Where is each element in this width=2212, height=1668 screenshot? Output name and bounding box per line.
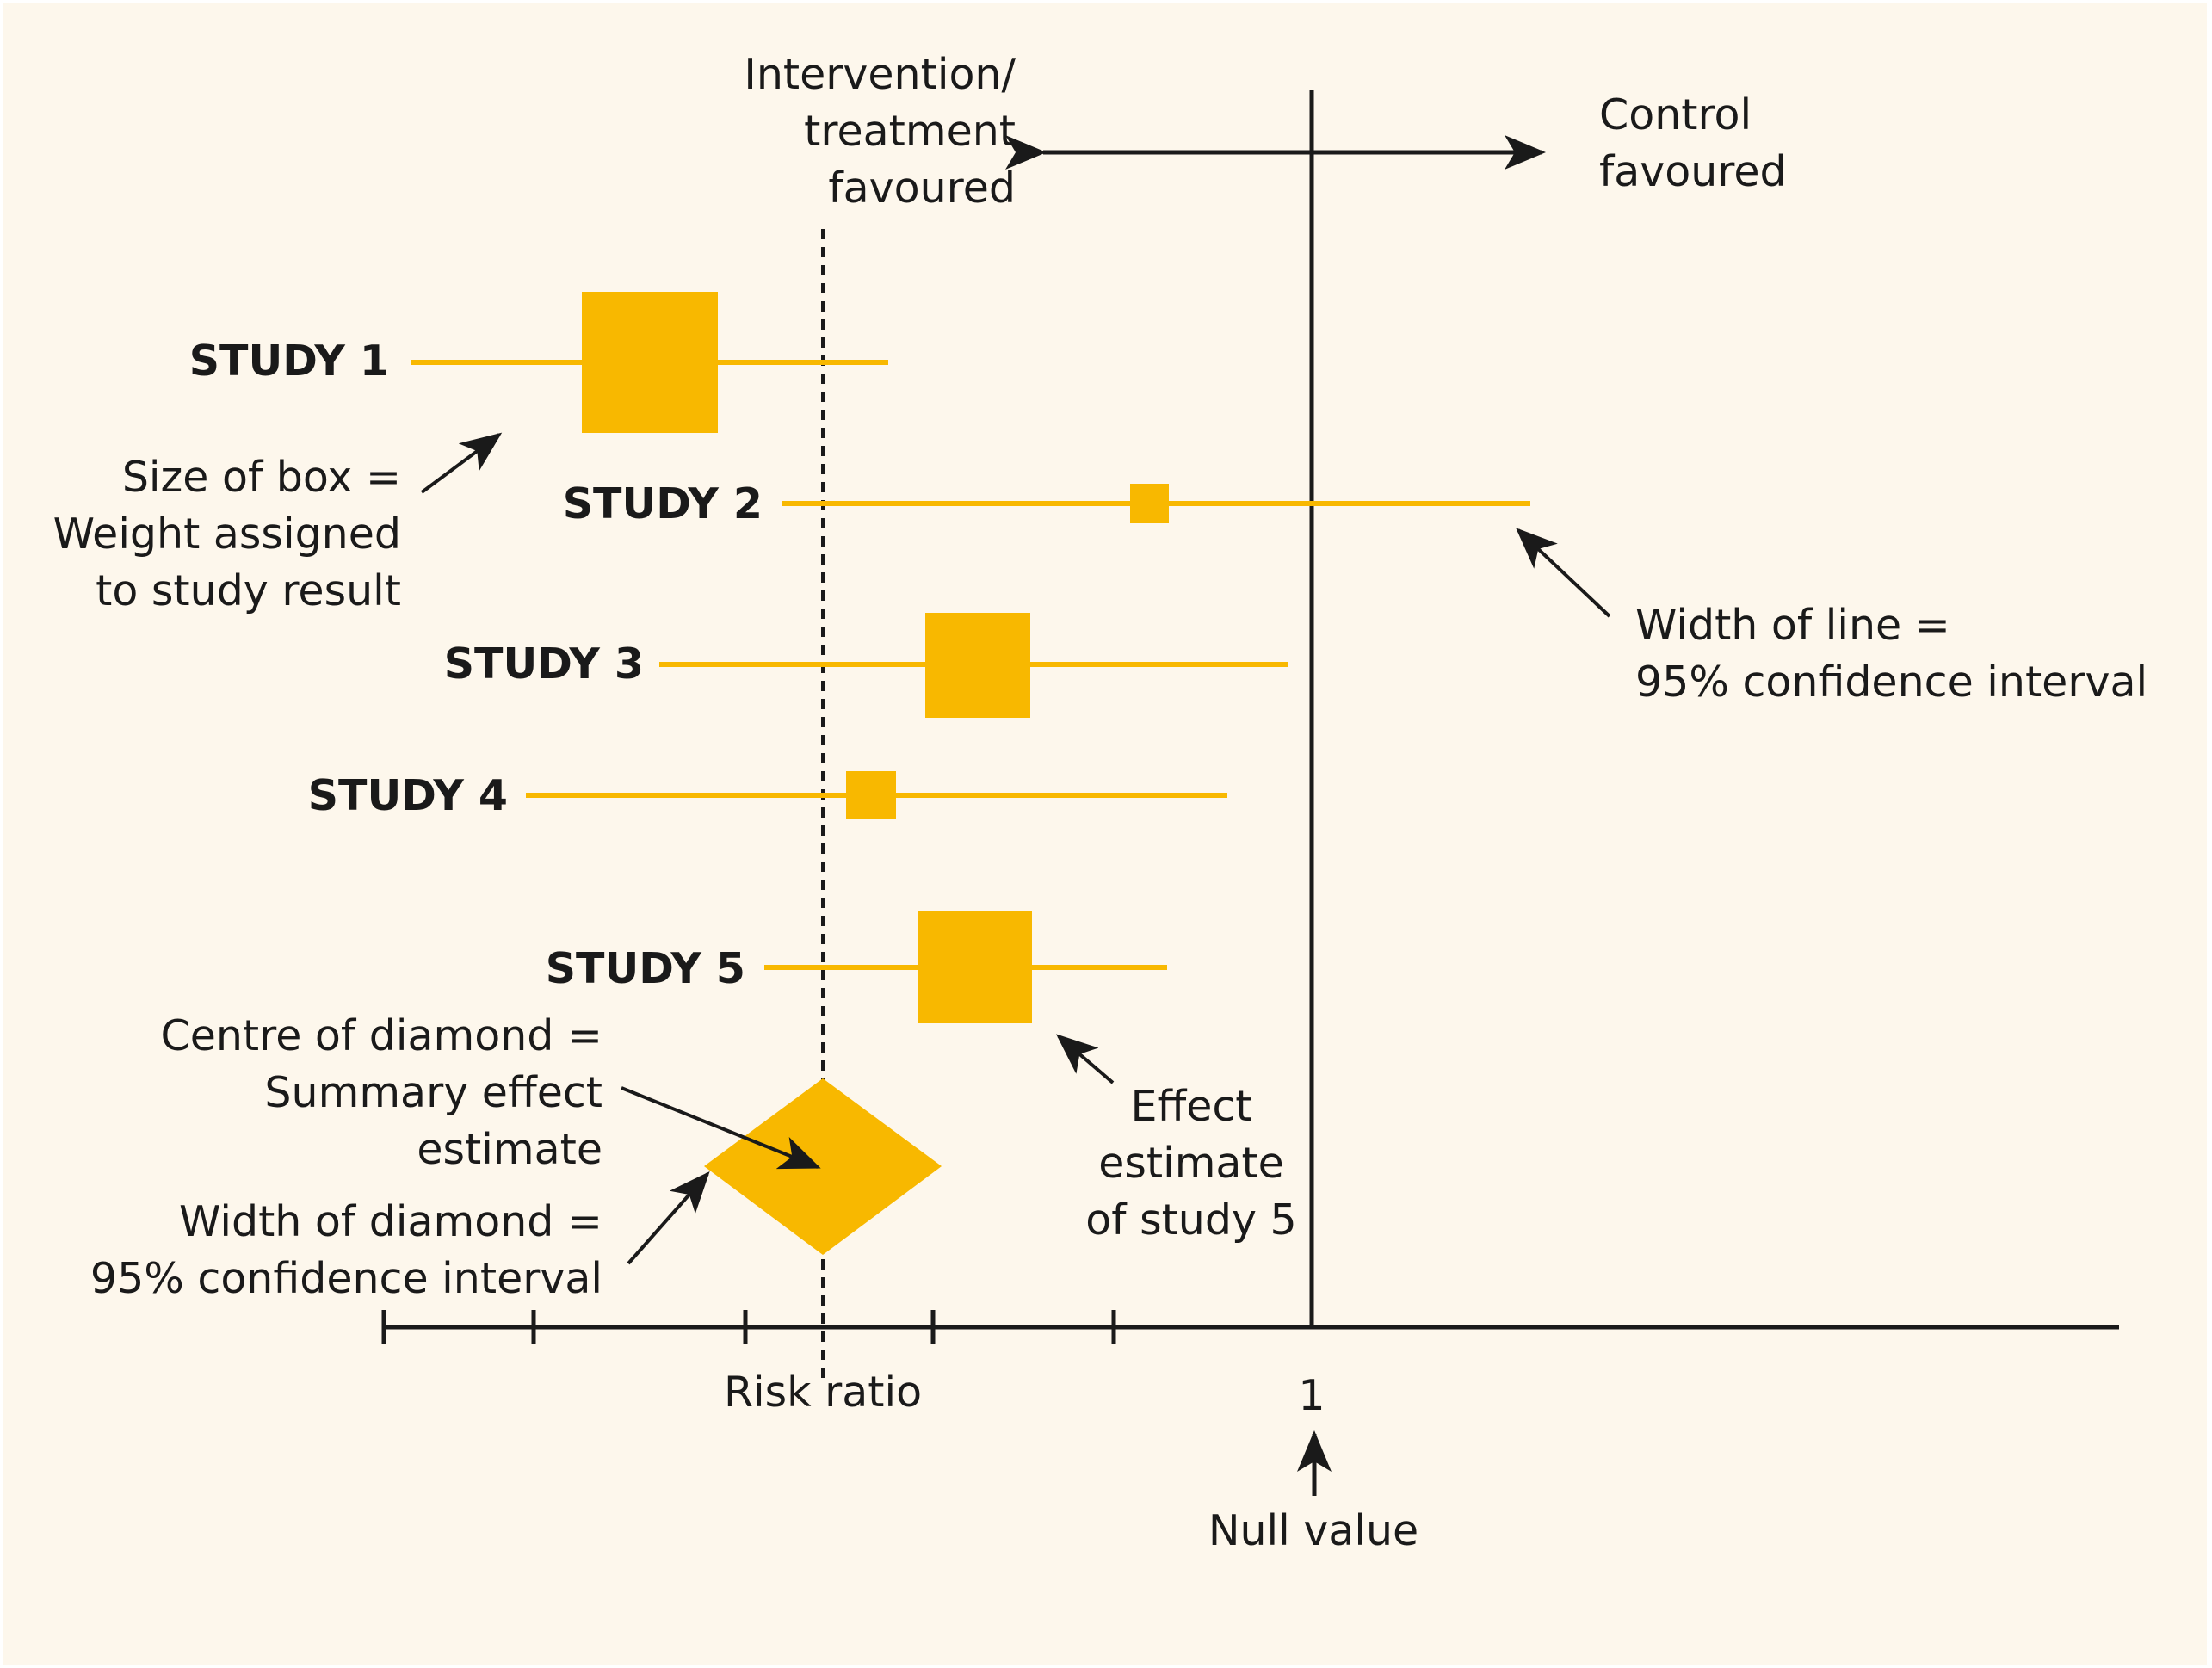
diamond-width-note-line2: 95% confidence interval [90, 1254, 602, 1303]
control-favoured-line1: Control [1599, 90, 1752, 139]
study-3-box [925, 613, 1030, 718]
study-1-box [582, 292, 718, 433]
null-value-label: Null value [1208, 1506, 1418, 1555]
diamond-centre-arrow [621, 1086, 821, 1170]
diamond-width-arrow [627, 1171, 710, 1265]
box-size-note-line2: Weight assigned [53, 510, 401, 559]
study-5-label: STUDY 5 [546, 944, 745, 993]
box-size-arrow [420, 432, 503, 494]
study-3-label: STUDY 3 [444, 639, 644, 689]
diamond-width-note-line1: Width of diamond = [179, 1197, 602, 1246]
line-width-note-line2: 95% confidence interval [1635, 658, 2147, 707]
box-size-note-line3: to study result [96, 566, 401, 615]
diamond-centre-note-line2: Summary effect [264, 1068, 602, 1117]
summary-diamond [704, 1078, 942, 1255]
diamond-centre-note-line1: Centre of diamond = [161, 1011, 602, 1060]
study-4-box [846, 771, 896, 819]
study-2-box [1130, 484, 1169, 523]
effect-estimate-note-line3: of study 5 [1085, 1195, 1296, 1245]
diamond-centre-note-line3: estimate [417, 1125, 602, 1174]
effect-estimate-arrow [1055, 1034, 1115, 1084]
study-1-label: STUDY 1 [189, 337, 389, 386]
null-tick-label: 1 [1298, 1371, 1325, 1420]
control-favoured-line2: favoured [1599, 147, 1787, 196]
study-4-label: STUDY 4 [308, 771, 508, 820]
box-size-note-line1: Size of box = [122, 453, 401, 502]
intervention-favoured-line3: favoured [828, 164, 1016, 213]
line-width-arrow [1516, 528, 1611, 618]
intervention-favoured-line1: Intervention/ [744, 50, 1016, 99]
background-panel [3, 3, 2207, 1665]
intervention-favoured-line2: treatment [804, 107, 1016, 156]
effect-estimate-note-line2: estimate [1098, 1139, 1284, 1188]
study-5-box [918, 911, 1032, 1023]
x-axis-label: Risk ratio [724, 1368, 922, 1417]
line-width-note-line1: Width of line = [1635, 601, 1950, 650]
effect-estimate-note-line1: Effect [1130, 1082, 1251, 1131]
study-2-label: STUDY 2 [563, 479, 763, 528]
